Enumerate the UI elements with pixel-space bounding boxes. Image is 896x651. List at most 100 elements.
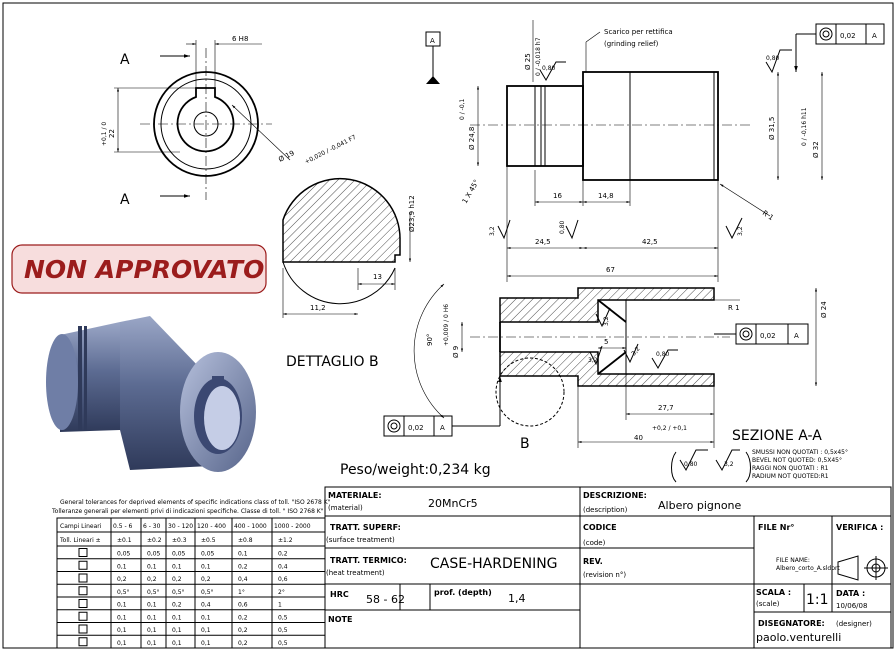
tol-value-bottom: 0,02	[408, 424, 424, 432]
gen-tol-geo-cell: 0,1	[117, 614, 127, 621]
note-2: BEVEL NOT QUOTED: 0,5X45°	[752, 457, 842, 464]
roughness-symbols: 0,80 0,80 3,2 0,80 3,2	[489, 49, 792, 240]
gen-tol-geo-cell: 0,2	[238, 640, 248, 647]
gen-tol-geo-cell: 0,05	[172, 551, 186, 558]
geo-tol-symbol-icon	[78, 599, 88, 608]
dim-r1: R 1	[761, 209, 775, 222]
dim-sec-5: 5	[604, 338, 608, 346]
roughness-legend: 0,80 3,2 SMUSSI NON QUOTATI : 0,5x45° BE…	[671, 449, 848, 483]
dim-22-tol: +0,1 / 0	[101, 122, 108, 146]
dim-bore-tol: +0,020 / -0,041 F7	[304, 134, 358, 166]
dim-sec-40-tol: +0,2 / +0,1	[652, 425, 687, 432]
geo-tol-symbol-icon	[78, 560, 88, 570]
dim-keyway: 6 H8	[232, 35, 248, 43]
gen-tol-geo-cell: 0,5°	[201, 589, 214, 596]
tb-surface-label: TRATT. SUPERF:	[330, 523, 401, 532]
dim-dia-25: Ø 25	[524, 53, 532, 70]
tb-heat-sub: (heat treatment)	[326, 569, 385, 577]
tb-date-label: DATA :	[836, 589, 865, 598]
tb-material-label: MATERIALE:	[328, 491, 382, 500]
side-view: Ø 25 0 / -0,018 h7 Ø 24,8 0 / -0,1 Ø 31,…	[425, 20, 824, 282]
gen-tol-geo-cell: 0,5°	[117, 589, 130, 596]
projection-symbol-icon	[837, 555, 888, 581]
gen-tol-geo-cell: 0,2	[201, 576, 211, 583]
gen-tol-linear: ±0.2	[147, 537, 162, 544]
note-3: RAGGI NON QUOTATI : R1	[752, 465, 829, 472]
dim-detail-dia: Ø23,9 h12	[408, 195, 416, 232]
dim-dia-9: Ø 9	[452, 346, 460, 358]
gen-tol-line1: General tolerances for deprived elements…	[60, 499, 331, 506]
tol-datum-section: A	[794, 332, 799, 340]
tb-scale-label: SCALA :	[756, 588, 791, 597]
tb-date-value: 10/06/08	[836, 602, 867, 610]
gen-tol-geo-cell: 0,2	[172, 576, 182, 583]
gen-tol-geo-cell: 0,1	[117, 602, 127, 609]
gen-tol-geo-cell: 0,1	[201, 614, 211, 621]
tb-rev-sub: (revision n°)	[583, 571, 626, 579]
gen-tol-geo-cell: 0,6	[278, 576, 288, 583]
gen-tol-line2: Tolleranze generali per elementi privi d…	[51, 508, 324, 515]
gen-tol-row-label: Toll. Lineari ±	[59, 537, 101, 544]
gen-tol-geo-cell: 0,1	[147, 563, 157, 570]
gen-tol-geo-cell: 0,1	[201, 563, 211, 570]
tb-filename-value: Albero_corto_A.sldprt	[776, 565, 841, 572]
dim-22: 22	[108, 129, 116, 138]
tb-hrc-label: HRC	[330, 590, 349, 599]
gen-tol-geo-cell: 1	[278, 602, 282, 609]
tb-designer-label: DISEGNATORE:	[758, 619, 825, 628]
tb-designer-value: paolo.venturelli	[756, 631, 841, 644]
detail-b: Ø23,9 h12 13 11,2 DETTAGLIO B	[282, 177, 416, 370]
gen-tol-geo-cell: 0,6	[238, 602, 248, 609]
gen-tol-geo-cell: 0,05	[201, 551, 215, 558]
geo-tol-symbol-icon	[78, 573, 88, 583]
bore-keyway	[176, 87, 235, 153]
gen-tol-geo-cell: 0,2	[238, 563, 248, 570]
dim-sec-277: 27,7	[658, 404, 674, 412]
tb-file-label: FILE Nr°	[758, 523, 794, 532]
geo-tol-symbol-icon	[78, 624, 88, 634]
dim-dia-32: Ø 32	[812, 141, 820, 158]
gen-tol-header-label: Campi Lineari	[60, 523, 102, 530]
geo-tol-symbol-icon	[78, 611, 88, 621]
gen-tol-geo-cell: 0,1	[238, 551, 248, 558]
tol-datum-top: A	[872, 32, 877, 40]
stamp-non-approvato: NON APPROVATO	[11, 244, 267, 294]
tb-designer-sub: (designer)	[836, 620, 872, 628]
tb-descr-label: DESCRIZIONE:	[583, 491, 647, 500]
rough-080-1: 0,80	[542, 65, 556, 72]
general-tolerance-table: General tolerances for deprived elements…	[51, 499, 331, 649]
dim-148: 14,8	[598, 192, 614, 200]
tol-frame-bottom: 0,02 A	[383, 376, 502, 437]
gen-tol-range: 1000 - 2000	[274, 523, 311, 530]
tb-material-sub: (material)	[328, 504, 363, 512]
rough-legend-32: 3,2	[724, 461, 734, 468]
gen-tol-geo-cell: 0,2	[117, 576, 127, 583]
weight: Peso/weight:0,234 kg	[340, 462, 491, 478]
gen-tol-geo-cell: 0,1	[147, 602, 157, 609]
geo-tol-symbol-icon	[78, 548, 88, 557]
gen-tol-range: 30 - 120	[168, 523, 193, 530]
tb-heat-value: CASE-HARDENING	[430, 556, 558, 572]
dim-bore: Ø 19	[277, 149, 295, 164]
gen-tol-geo-cell: 0,05	[147, 551, 161, 558]
gen-tol-geo-cell: 0,1	[117, 640, 127, 647]
note-4: RADIUM NOT QUOTED:R1	[752, 473, 829, 480]
dim-dia-24: Ø 24	[820, 301, 828, 318]
dim-90deg: 90°	[426, 334, 434, 346]
iso-3d-view	[46, 316, 256, 472]
dim-dia-315: Ø 31,5	[768, 117, 776, 140]
gen-tol-linear: ±0.5	[201, 537, 216, 544]
gen-tol-linear: ±0.3	[172, 537, 187, 544]
dim-dia-9-tol: +0,009 / 0 H6	[443, 304, 450, 346]
gen-tol-geo-cell: 0,1	[172, 627, 182, 634]
section-marker-bottom: A	[120, 192, 130, 208]
gen-tol-geo-cell: 0,2	[238, 627, 248, 634]
gen-tol-geo-cell: 0,1	[147, 614, 157, 621]
section-a-a: B 90° Ø 9 +0,009 / 0 H6 5 Ø 24 R 1 27,7 …	[413, 283, 828, 452]
tb-scale-sub: (scale)	[756, 600, 780, 608]
gen-tol-geo-cell: 0,1	[147, 640, 157, 647]
dim-dia-32-tol: 0 / -0,16 h11	[801, 107, 808, 146]
tb-hrc-value: 58 - 62	[366, 593, 405, 606]
rough-legend-080: 0,80	[684, 461, 698, 468]
